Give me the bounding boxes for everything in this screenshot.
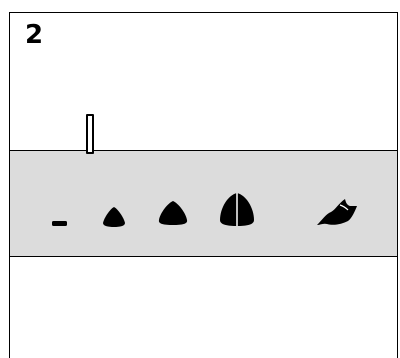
dash-shape (52, 221, 67, 226)
position-marker (86, 114, 94, 154)
leaf-notch (339, 204, 349, 211)
gray-band (10, 150, 397, 257)
small-blob-shape (103, 207, 125, 227)
medium-blob-shape (158, 201, 188, 225)
panel-number: 2 (25, 20, 44, 50)
leaf-shape (317, 199, 357, 225)
